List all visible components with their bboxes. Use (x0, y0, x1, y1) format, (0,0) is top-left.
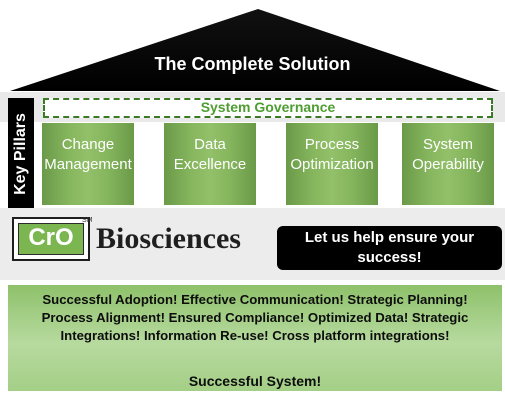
key-pillars-label: Key Pillars (8, 98, 34, 210)
pillar-line2: Excellence (173, 156, 247, 173)
pillar-line1: System (422, 136, 473, 153)
foundation-final: Successful System! (188, 373, 322, 389)
cta-line2: success! (357, 249, 422, 266)
pillar-line2: Optimization (290, 156, 374, 173)
pillar-data-excellence: Data Excellence (164, 123, 256, 205)
cta-line1: Let us help ensure your (304, 229, 475, 246)
biosciences-wordmark: Biosciences (96, 222, 241, 255)
key-pillars-text: Key Pillars (12, 113, 30, 195)
pillar-system-operability: System Operability (402, 123, 494, 205)
cro-logo-text: CrO (18, 223, 84, 255)
roof-title: The Complete Solution (154, 54, 351, 74)
foundation-line3: Integrations! Information Re-use! Cross … (60, 328, 450, 343)
cro-logo: CrO (12, 217, 90, 261)
pillar-line1: Change (61, 136, 115, 153)
pillar-change-management: Change Management (42, 123, 134, 205)
pillar-line2: Operability (412, 156, 484, 173)
pillar-line1: Data (194, 136, 226, 153)
system-governance-label: System Governance (43, 98, 493, 118)
cta-banner: Let us help ensure your success! (277, 226, 502, 270)
pillar-line1: Process (304, 136, 360, 153)
service-mark: SM (82, 217, 93, 224)
foundation-block: Successful Adoption! Effective Communica… (8, 285, 502, 391)
pillar-line2: Management (44, 156, 132, 173)
foundation-line2: Process Alignment! Ensured Compliance! O… (41, 310, 469, 325)
foundation-line1: Successful Adoption! Effective Communica… (42, 292, 468, 307)
pillar-process-optimization: Process Optimization (286, 123, 378, 205)
foundation-text: Successful Adoption! Effective Communica… (8, 291, 502, 345)
roof (10, 9, 500, 91)
